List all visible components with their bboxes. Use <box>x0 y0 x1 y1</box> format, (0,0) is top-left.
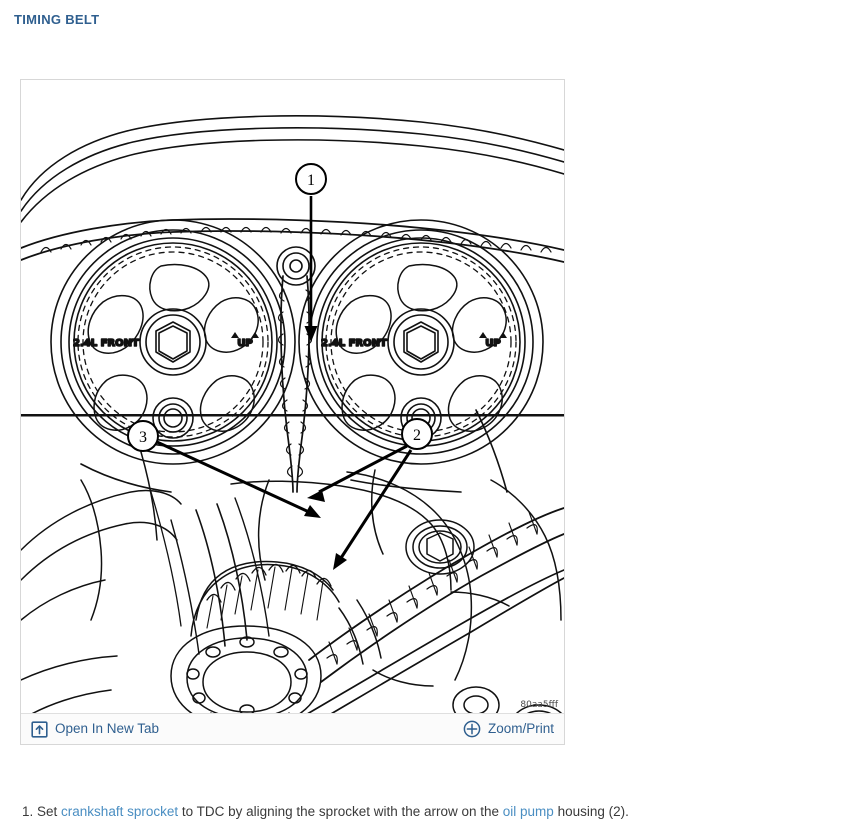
plus-circle-icon <box>463 720 481 738</box>
idler-pulley-small <box>452 686 500 713</box>
callout-3-label: 3 <box>139 429 147 446</box>
zoom-print-button[interactable]: Zoom/Print <box>463 720 554 738</box>
step-1-text: 1. Set crankshaft sprocket to TDC by ali… <box>22 803 629 821</box>
diagram-separator-rule <box>21 414 564 417</box>
callout-2: 2 <box>307 418 433 570</box>
figure-watermark: 80aa5fff <box>520 700 558 710</box>
sprocket-left-cast-up: UP <box>237 338 252 349</box>
camshaft-sprocket-left: 2.4L FRONT UP <box>50 219 296 465</box>
bolt-boss-upper <box>405 519 475 575</box>
step-part-0: Set <box>37 804 62 819</box>
step-part-2: to TDC by aligning the sprocket with the… <box>178 804 503 819</box>
open-in-new-tab-button[interactable]: Open In New Tab <box>31 720 160 738</box>
crankshaft-hub <box>170 625 322 713</box>
sprocket-left-cast-front: 2.4L FRONT <box>73 338 139 349</box>
callout-1-label: 1 <box>307 172 315 189</box>
sprocket-right-cast-front: 2.4L FRONT <box>321 338 387 349</box>
step-part-4: housing (2). <box>553 804 629 819</box>
open-in-new-tab-label: Open In New Tab <box>55 721 160 737</box>
page-title: TIMING BELT <box>14 12 100 27</box>
figure-image[interactable]: 2.4L FRONT UP <box>21 80 564 713</box>
timing-belt-lower <box>307 507 564 713</box>
camshaft-sprocket-right: 2.4L FRONT UP <box>298 219 544 465</box>
upper-diagram-group: 2.4L FRONT UP <box>21 115 564 493</box>
step-number: 1. <box>22 804 34 819</box>
open-in-new-tab-icon <box>31 720 48 738</box>
lower-diagram-group <box>21 451 564 713</box>
callout-1: 1 <box>295 163 327 342</box>
bolt-boss-lower <box>515 704 563 713</box>
zoom-print-label: Zoom/Print <box>487 721 554 737</box>
callout-3: 3 <box>127 420 321 518</box>
figure-panel: 2.4L FRONT UP <box>20 79 565 745</box>
sprocket-right-cast-up: UP <box>485 338 500 349</box>
figure-toolbar: Open In New Tab Zoom/Print <box>21 713 564 744</box>
oil-pump-link[interactable]: oil pump <box>502 804 554 819</box>
callout-2-label: 2 <box>413 427 421 444</box>
crankshaft-sprocket-teeth <box>190 560 340 637</box>
crankshaft-sprocket-link[interactable]: crankshaft sprocket <box>61 804 179 819</box>
